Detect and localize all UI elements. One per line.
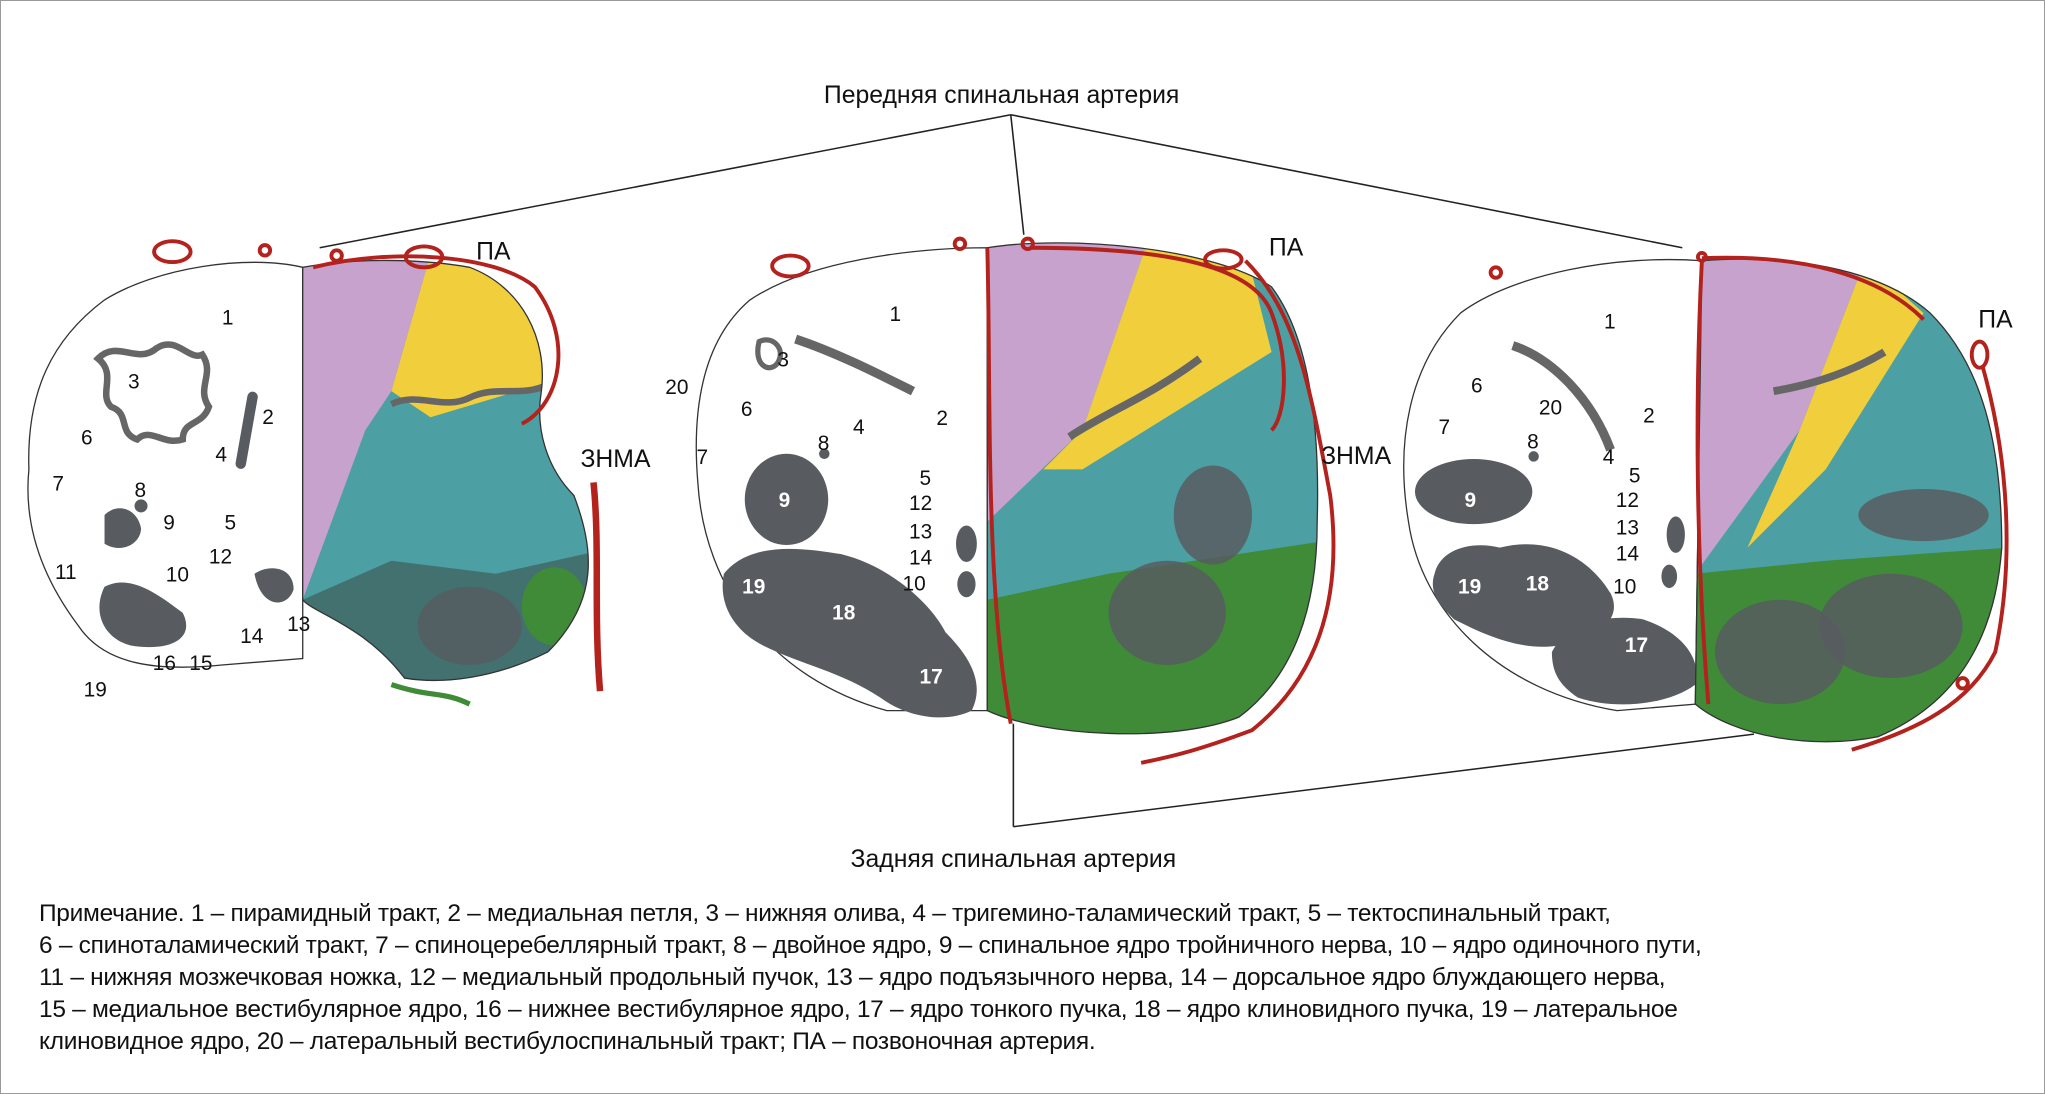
section-2-labels: 1 2 3 4 5 6 7 8 9 10 12 13 14 17 18 19 2… xyxy=(665,235,1391,689)
section-2: 1 2 3 4 5 6 7 8 9 10 12 13 14 17 18 19 2… xyxy=(665,235,1392,765)
label-14: 14 xyxy=(240,625,263,648)
inferior-olive xyxy=(93,341,213,445)
label-18: 18 xyxy=(832,601,855,624)
label-8: 8 xyxy=(818,432,830,455)
label-12: 12 xyxy=(909,492,932,515)
label-20: 20 xyxy=(665,376,688,399)
posterior-spinal-artery-label: Задняя спинальная артерия xyxy=(851,846,1177,873)
label-15: 15 xyxy=(189,652,212,675)
label-1: 1 xyxy=(889,303,901,326)
label-19: 19 xyxy=(84,678,107,701)
label-13: 13 xyxy=(287,613,310,636)
label-8: 8 xyxy=(135,479,147,502)
label-9: 9 xyxy=(163,511,175,534)
label-pa: ПА xyxy=(1978,306,2013,333)
label-9: 9 xyxy=(1465,489,1477,512)
figure-caption: Примечание. 1 – пирамидный тракт, 2 – ме… xyxy=(39,898,2029,1058)
caption-line: Примечание. 1 – пирамидный тракт, 2 – ме… xyxy=(39,900,1611,927)
label-4: 4 xyxy=(853,416,865,439)
label-10: 10 xyxy=(166,564,189,587)
label-7: 7 xyxy=(52,472,64,495)
label-7: 7 xyxy=(697,446,709,469)
anterior-spinal-artery-label: Передняя спинальная артерия xyxy=(824,82,1179,109)
label-6: 6 xyxy=(741,398,753,421)
caption-line: клиновидное ядро, 20 – латеральный вести… xyxy=(39,1028,1096,1055)
section-1-arteries xyxy=(152,239,604,707)
section-1: 1 2 3 4 5 6 7 8 9 10 11 12 13 14 15 16 1… xyxy=(27,238,651,707)
label-20: 20 xyxy=(1539,397,1562,420)
label-16: 16 xyxy=(153,652,176,675)
label-7: 7 xyxy=(1438,416,1450,439)
label-13: 13 xyxy=(909,521,932,544)
caption-line: 6 – спиноталамический тракт, 7 – спиноце… xyxy=(39,932,1702,959)
label-14: 14 xyxy=(1616,543,1639,566)
section-3-purple-zone xyxy=(1695,259,1865,574)
label-3: 3 xyxy=(128,371,140,394)
label-pa: ПА xyxy=(476,238,511,265)
label-4: 4 xyxy=(1603,446,1615,469)
label-5: 5 xyxy=(919,467,931,490)
section-3-nuclei xyxy=(1414,341,1697,705)
label-17: 17 xyxy=(1625,634,1648,657)
label-5: 5 xyxy=(224,511,236,534)
label-19: 19 xyxy=(1458,575,1481,598)
label-2: 2 xyxy=(262,406,274,429)
section-3-labels: 1 2 4 5 6 7 8 9 10 12 13 14 17 18 19 20 … xyxy=(1438,306,2013,657)
section-2-purple-zone xyxy=(987,242,1148,522)
label-9: 9 xyxy=(779,489,791,512)
section-2-yellow-zone xyxy=(1043,242,1272,470)
section-3-yellow-zone xyxy=(1747,260,1924,548)
label-znma: ЗНМА xyxy=(580,446,650,473)
label-12: 12 xyxy=(209,545,232,568)
label-6: 6 xyxy=(1471,374,1483,397)
anterior-artery-pointer-lines xyxy=(319,113,1683,249)
label-10: 10 xyxy=(903,573,926,596)
label-1: 1 xyxy=(1604,311,1616,334)
label-1: 1 xyxy=(222,307,234,330)
section-2-nuclei xyxy=(722,334,977,718)
label-13: 13 xyxy=(1616,517,1639,540)
caption-line: 15 – медиальное вестибулярное ядро, 16 –… xyxy=(39,996,1678,1023)
label-2: 2 xyxy=(936,407,948,430)
label-12: 12 xyxy=(1616,489,1639,512)
label-5: 5 xyxy=(1629,464,1641,487)
label-6: 6 xyxy=(81,427,93,450)
label-2: 2 xyxy=(1643,404,1655,427)
section-1-left-half xyxy=(27,261,304,668)
section-3: 1 2 4 5 6 7 8 9 10 12 13 14 17 18 19 20 … xyxy=(1403,251,2013,752)
section-1-nuclei xyxy=(99,391,294,648)
section-1-purple-zone xyxy=(302,260,431,600)
label-4: 4 xyxy=(215,444,227,467)
label-3: 3 xyxy=(777,348,789,371)
label-19: 19 xyxy=(742,575,765,598)
caption-line: 11 – нижняя мозжечковая ножка, 12 – меди… xyxy=(39,964,1666,991)
section-1-green-zone xyxy=(521,567,587,646)
section-3-arteries xyxy=(1488,251,2009,752)
label-znma: ЗНМА xyxy=(1321,443,1391,470)
label-pa: ПА xyxy=(1269,235,1304,262)
label-10: 10 xyxy=(1613,575,1636,598)
label-18: 18 xyxy=(1526,573,1549,596)
posterior-artery-pointer-lines xyxy=(1012,723,1755,828)
section-2-arteries xyxy=(770,236,1336,765)
label-8: 8 xyxy=(1527,431,1539,454)
label-17: 17 xyxy=(919,665,942,688)
label-14: 14 xyxy=(909,547,932,570)
section-1-labels: 1 2 3 4 5 6 7 8 9 10 11 12 13 14 15 16 1… xyxy=(52,238,651,701)
label-11: 11 xyxy=(55,561,77,584)
